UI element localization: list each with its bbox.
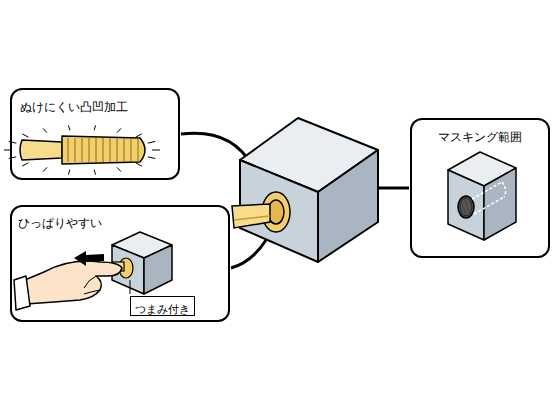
ribbed-plug-part [20,140,62,160]
sparkle-line [136,134,142,137]
masked-cube-part [458,196,474,218]
masked-cube-part [448,170,484,240]
hand-part [84,276,100,294]
sparkle-line [22,163,28,166]
leader-line-part [231,240,266,268]
masked-cube-part [484,168,516,240]
sparkle-line [148,141,156,143]
block-cube [240,118,378,262]
tag-label: つまみ付き [135,303,190,316]
sparkle-line [117,167,121,171]
leader-line-part [378,187,409,190]
tag-bracket [130,280,131,294]
ribbed-plug [20,136,145,164]
callout-box: ひっぱりやすいつまみ付き [10,205,230,322]
sparkle-line [68,170,69,175]
sparkle-line [136,163,142,166]
sparkle-line [117,128,121,132]
rib-line [82,138,83,162]
rib-line [68,138,69,162]
sparkle-line [68,125,69,130]
plug-ribs [68,138,138,162]
rib-line [89,138,90,162]
ribbed-plug-part [62,136,145,164]
rib-line [138,138,139,162]
pull-arrow-part [74,251,104,266]
callout-ground-part [10,205,230,322]
rib-line [131,138,132,162]
masking-plug [232,192,290,232]
sparkle-line [22,134,28,137]
callout-title: ぬけにくい凸凹加工 [20,100,128,114]
callout-box: ぬけにくい凸凹加工 [10,88,180,180]
rib-line [75,138,76,162]
callout-ground [10,88,548,322]
sparkle-line [94,170,95,175]
pull-arrow [74,251,104,266]
rib-line [110,138,111,162]
masked-cube-part [460,198,472,216]
tag-label-box: つまみ付き [130,296,195,316]
masking-plug-part [232,204,270,228]
sparkle-line [94,125,95,130]
callout-box: マスキング範囲 [410,118,550,258]
sparkle-lines [4,125,160,174]
hand-part [14,276,30,310]
small-cube [112,232,172,294]
tag-bracket-part [130,280,131,294]
masking-plug-part [234,216,270,220]
rib-line [124,138,125,162]
callout-ground-part [410,118,548,258]
hand [14,261,122,310]
sparkle-line [43,128,47,132]
block-cube-part [318,150,378,262]
sparkle-line [148,157,156,159]
small-cube-part [144,245,172,294]
rib-line [117,138,118,162]
masked-cube [448,152,516,240]
sparkle-line [152,150,160,151]
masked-cube-part [472,182,506,214]
callout-title: ひっぱりやすい [18,216,102,230]
rib-line [103,138,104,162]
hand-part [20,261,122,304]
sparkle-line [43,167,47,171]
rib-line [96,138,97,162]
callout-title: マスキング範囲 [438,130,522,144]
callout-ground-part [10,88,180,180]
